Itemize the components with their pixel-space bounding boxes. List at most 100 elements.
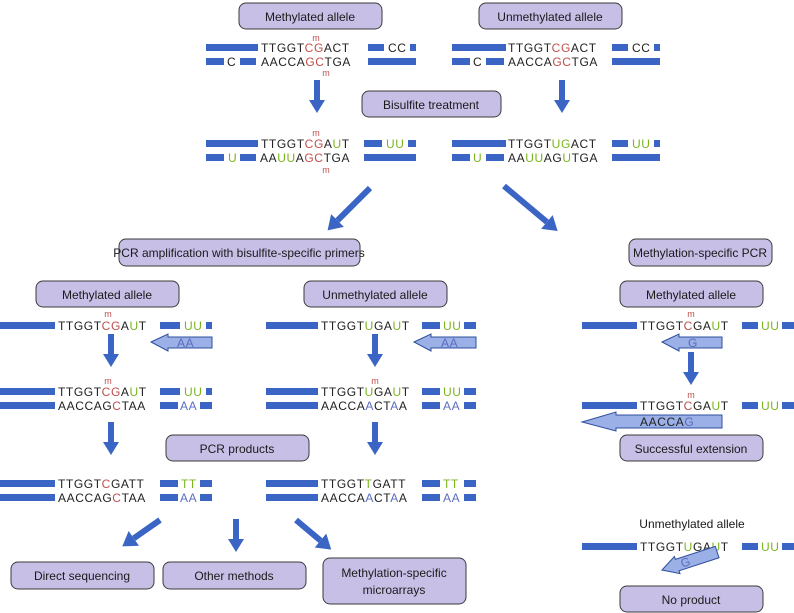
- base-run: UG: [552, 137, 571, 151]
- label-bisulfite-treatment: Bisulfite treatment: [383, 98, 480, 112]
- dna-strand: [206, 322, 212, 329]
- base-run: AACCA: [261, 55, 305, 69]
- dna-sequence: UU: [184, 385, 203, 399]
- dna-strand: [422, 402, 440, 409]
- dna-strand: [486, 154, 504, 161]
- dna-sequence: UU: [632, 137, 651, 151]
- base-run: AA: [260, 151, 277, 165]
- dna-strand: [160, 402, 178, 409]
- base-run: TTGGT: [508, 137, 552, 151]
- dna-strand: [240, 154, 256, 161]
- base-run: AA: [441, 336, 458, 350]
- dna-strand: [368, 44, 384, 51]
- label-methylated-allele-left: Methylated allele: [62, 288, 152, 302]
- dna-sequence: UU: [443, 319, 462, 333]
- dna-strand: [266, 494, 318, 501]
- base-run: CG: [305, 137, 324, 151]
- dna-strand: [0, 388, 55, 395]
- base-run: GC: [552, 55, 571, 69]
- arrow-diagonal-icon: [327, 185, 373, 231]
- dna-strand: [452, 44, 506, 51]
- arrow-down-icon: [103, 334, 119, 367]
- label-box-methylated-allele-top: Methylated allele: [238, 2, 383, 30]
- base-run: A: [121, 385, 130, 399]
- primer-sequence: AACCAG: [640, 415, 694, 429]
- dna-strand: [364, 154, 416, 161]
- dna-strand: [206, 140, 258, 147]
- base-run: ACT: [571, 137, 597, 151]
- base-run: UU: [761, 540, 780, 554]
- label-box-bisulfite-treatment: Bisulfite treatment: [361, 90, 502, 118]
- base-run: GC: [304, 151, 323, 165]
- dna-strand: [0, 494, 55, 501]
- arrow-diagonal-icon: [294, 517, 332, 550]
- extension-arrow-icon: AACCAG: [580, 411, 723, 432]
- dna-strand: [206, 44, 258, 51]
- base-run: TTGGT: [321, 385, 365, 399]
- dna-strand: [464, 388, 476, 395]
- dna-sequence: TTGGTUGAUT: [321, 319, 410, 333]
- methyl-mark: m: [104, 309, 112, 319]
- base-run: TTGGT: [640, 540, 684, 554]
- base-run: GA: [693, 399, 712, 413]
- base-run: U: [712, 319, 721, 333]
- base-run: UU: [632, 137, 651, 151]
- base-run: GATT: [373, 477, 407, 491]
- dna-sequence: UU: [761, 399, 780, 413]
- base-run: UU: [184, 319, 203, 333]
- base-run: A: [390, 399, 399, 413]
- base-run: UU: [443, 385, 462, 399]
- label-methylated-allele-right: Methylated allele: [646, 288, 736, 302]
- label-other-methods: Other methods: [194, 569, 273, 583]
- dna-strand: [486, 58, 504, 65]
- base-run: TGA: [324, 151, 350, 165]
- dna-sequence: U: [228, 151, 237, 165]
- dna-sequence: TTGGTCGAUT: [640, 319, 729, 333]
- base-run: AACCAG: [58, 491, 112, 505]
- dna-strand: [464, 322, 476, 329]
- base-run: C: [684, 319, 693, 333]
- base-run: A: [365, 491, 374, 505]
- base-run: TTGGT: [58, 385, 102, 399]
- base-run: AA: [443, 399, 460, 413]
- base-run: TTGGT: [321, 477, 365, 491]
- base-run: AA: [443, 491, 460, 505]
- base-run: ACT: [324, 41, 350, 55]
- base-run: TAA: [122, 491, 146, 505]
- label-box-pcr-amplification: PCR amplification with bisulfite-specifi…: [113, 238, 365, 267]
- primer-arrow-icon: AA: [412, 333, 477, 352]
- base-run: UU: [184, 385, 203, 399]
- base-run: A: [399, 399, 408, 413]
- dna-strand: [782, 543, 794, 550]
- arrow-down-icon: [228, 519, 244, 552]
- arrow-down-icon: [367, 422, 383, 455]
- base-run: UU: [761, 399, 780, 413]
- methyl-mark: m: [371, 376, 379, 386]
- dna-sequence: TTGGTCGAUT: [640, 399, 729, 413]
- dna-sequence: TTGGTTGATT: [321, 477, 406, 491]
- base-run: GA: [374, 385, 393, 399]
- label-box-unmethylated-allele-mid: Unmethylated allele: [303, 280, 448, 308]
- dna-strand: [368, 58, 416, 65]
- base-run: A: [365, 399, 374, 413]
- dna-sequence: TTGGTCGACT: [508, 41, 597, 55]
- dna-strand: [742, 322, 758, 329]
- base-run: T: [402, 385, 410, 399]
- base-run: T: [365, 477, 373, 491]
- dna-sequence: UU: [761, 540, 780, 554]
- label-box-no-product: No product: [619, 585, 764, 613]
- dna-strand: [200, 480, 212, 487]
- dna-strand: [612, 154, 660, 161]
- base-run: TGA: [572, 151, 598, 165]
- base-run: A: [324, 137, 333, 151]
- dna-sequence: AACCAACTAA: [321, 491, 407, 505]
- base-run: A: [399, 491, 408, 505]
- base-run: U: [129, 319, 138, 333]
- label-methylated-allele-top: Methylated allele: [265, 10, 355, 24]
- dna-sequence: UU: [443, 385, 462, 399]
- dna-strand: [266, 388, 318, 395]
- base-run: CC: [632, 41, 651, 55]
- dna-strand: [410, 44, 416, 51]
- base-run: C: [227, 55, 236, 69]
